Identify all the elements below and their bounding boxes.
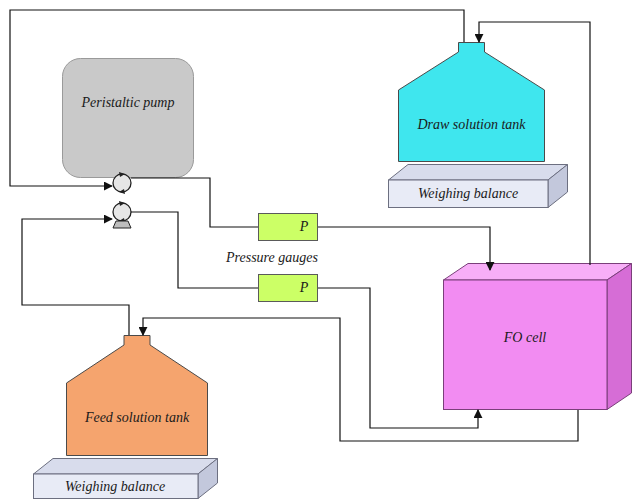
node-label: P <box>300 219 309 235</box>
text-area: Weighing balance <box>390 181 546 207</box>
text-area: P <box>292 276 316 300</box>
draw-tank-outline <box>398 42 545 162</box>
text-area: Feed solution tank <box>76 385 198 451</box>
text-area: P <box>292 215 316 239</box>
text-area: Weighing balance <box>35 475 195 499</box>
node-label: FO cell <box>504 330 546 346</box>
weighing-balance: Weighing balance <box>33 458 218 499</box>
pressure-gauge: P <box>258 213 318 241</box>
node-label: Weighing balance <box>65 479 165 495</box>
text-area: Peristaltic pump <box>68 78 188 128</box>
feed-tank: Feed solution tank <box>66 335 208 456</box>
fo-cell: FO cell <box>443 263 632 410</box>
pipe-connector <box>10 10 464 186</box>
pressure-gauge: P <box>258 274 318 302</box>
node-label: Peristaltic pump <box>82 95 175 111</box>
pipe-connector <box>22 219 129 335</box>
pipe-connector <box>143 318 578 441</box>
node-label: P <box>300 280 309 296</box>
node-label: Feed solution tank <box>85 410 189 426</box>
annotation-label: Pressure gauges <box>226 250 318 266</box>
pump-box: Peristaltic pump <box>62 58 194 178</box>
pipe-connector <box>318 288 478 428</box>
pipe-connector <box>131 212 258 288</box>
draw-tank: Draw solution tank <box>398 42 545 162</box>
pipe-connector <box>131 178 258 227</box>
pipe-connector <box>318 227 490 270</box>
pressure-gauge-outline <box>258 274 318 302</box>
pipe-connector <box>479 22 590 265</box>
pump-box-outline <box>62 58 194 178</box>
node-label: Weighing balance <box>418 186 518 202</box>
text-area: FO cell <box>447 318 603 358</box>
weighing-balance: Weighing balance <box>388 164 568 208</box>
text-area: Draw solution tank <box>410 92 533 158</box>
pressure-gauge-outline <box>258 213 318 241</box>
node-label: Draw solution tank <box>417 117 525 133</box>
feed-tank-outline <box>66 335 208 456</box>
